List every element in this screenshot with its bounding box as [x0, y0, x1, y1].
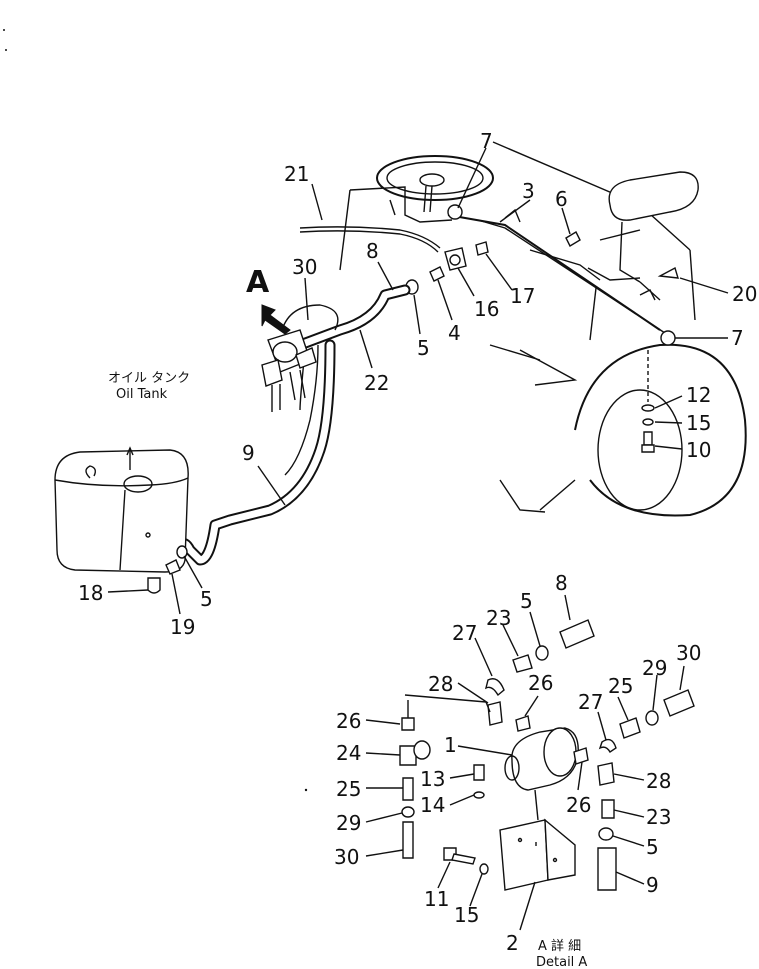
- callout-15: 15: [686, 411, 711, 435]
- callout-6: 6: [555, 187, 568, 211]
- callout-25: 25: [608, 674, 633, 698]
- callout-13: 13: [420, 767, 445, 791]
- hose-lines: [174, 284, 411, 566]
- callout-21: 21: [284, 162, 309, 186]
- callout-23: 23: [646, 805, 671, 829]
- callout-4: 4: [448, 321, 461, 345]
- callout-11: 11: [424, 887, 449, 911]
- callout-12: 12: [686, 383, 711, 407]
- callout-29: 29: [642, 656, 667, 680]
- machine-body: [299, 141, 747, 517]
- callout-8: 8: [366, 239, 379, 263]
- callout-28: 28: [428, 672, 453, 696]
- callout-5: 5: [200, 587, 213, 611]
- callout-22: 22: [364, 371, 389, 395]
- callout-20: 20: [732, 282, 757, 306]
- callout-10: 10: [686, 438, 711, 462]
- detail-arrow-icon: [261, 304, 291, 335]
- callout-26: 26: [528, 671, 553, 695]
- callout-26: 26: [336, 709, 361, 733]
- detail-caption-en: Detail A: [536, 955, 587, 969]
- callout-28: 28: [646, 769, 671, 793]
- detail-a-marker: A: [246, 265, 270, 300]
- callout-30: 30: [292, 255, 317, 279]
- callout-30: 30: [676, 641, 701, 665]
- callout-19: 19: [170, 615, 195, 639]
- callout-8: 8: [555, 571, 568, 595]
- callout-24: 24: [336, 741, 361, 765]
- callout-26: 26: [566, 793, 591, 817]
- callout-16: 16: [474, 297, 499, 321]
- callout-27: 27: [578, 690, 603, 714]
- callout-29: 29: [336, 811, 361, 835]
- main-callouts: 7 21 3 6 8 30 20 16 17 4 5 7 22 12 15 10…: [78, 129, 757, 639]
- callout-7: 7: [480, 129, 493, 153]
- oil-tank-label-en: Oil Tank: [116, 387, 168, 402]
- valve-assembly: [261, 329, 317, 412]
- detail-a-drawing: [399, 619, 695, 891]
- callout-23: 23: [486, 606, 511, 630]
- callout-3: 3: [522, 179, 535, 203]
- callout-17: 17: [510, 284, 535, 308]
- detail-callouts: 8 5 27 23 30 28 26 29 25 27 26 1 24 13 2…: [334, 571, 701, 955]
- callout-9: 9: [242, 441, 255, 465]
- callout-2: 2: [506, 931, 519, 955]
- detail-caption-jp: A 詳 細: [538, 938, 581, 954]
- callout-14: 14: [420, 793, 445, 817]
- callout-5: 5: [417, 336, 430, 360]
- callout-5: 5: [646, 835, 659, 859]
- oil-tank: [54, 446, 189, 594]
- callout-25: 25: [336, 777, 361, 801]
- callout-30: 30: [334, 845, 359, 869]
- callout-7: 7: [731, 326, 744, 350]
- callout-18: 18: [78, 581, 103, 605]
- callout-15: 15: [454, 903, 479, 927]
- callout-1: 1: [444, 733, 457, 757]
- callout-9: 9: [646, 873, 659, 897]
- callout-5: 5: [520, 589, 533, 613]
- callout-27: 27: [452, 621, 477, 645]
- leader-lines: [107, 147, 729, 931]
- oil-tank-label-jp: オイル タンク: [108, 371, 190, 386]
